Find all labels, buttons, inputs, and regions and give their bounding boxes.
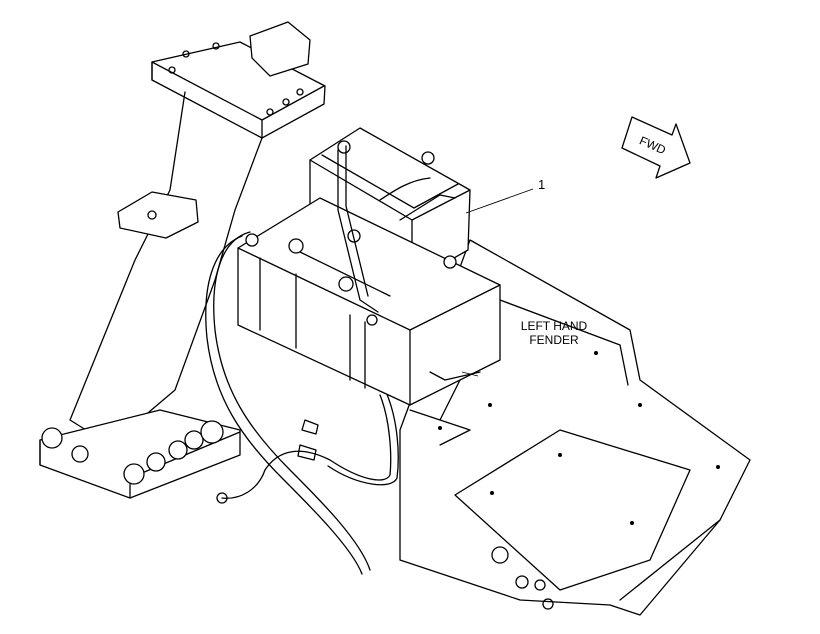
fender-label-line2: FENDER (529, 333, 579, 347)
callout-number: 1 (538, 177, 546, 192)
frame-post (39, 21, 326, 499)
battery-front (237, 197, 501, 406)
battery-hold-down-bracket (337, 145, 481, 381)
battery-cables (205, 231, 399, 575)
fender-label-line1: LEFT HAND (520, 319, 588, 333)
fender-label: LEFT HAND FENDER (506, 319, 602, 347)
forward-direction-arrow: FWD (621, 116, 691, 179)
callout-leader-line (465, 188, 534, 214)
